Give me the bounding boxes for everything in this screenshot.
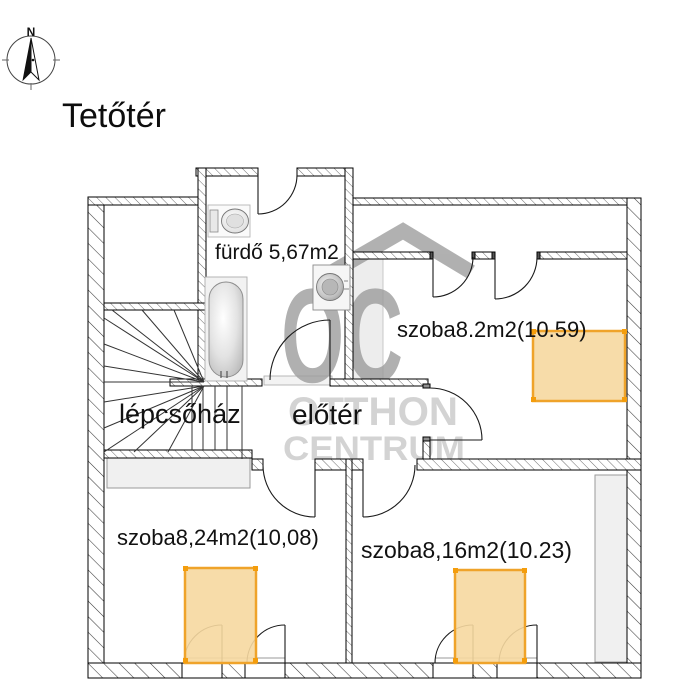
bed-rect (183, 566, 258, 665)
bed-room-sw (183, 566, 258, 665)
wall-segment (345, 458, 353, 664)
bed-rect (531, 329, 627, 403)
wall-segment (314, 458, 364, 471)
bed-corner (183, 566, 188, 571)
bed-room-ne (531, 329, 627, 403)
bed-corner (453, 658, 458, 663)
bed-room-se (453, 568, 527, 665)
beds (183, 329, 627, 665)
door-bathroom-south (269, 319, 331, 381)
room-label-staircase: lépcsőház (119, 399, 241, 429)
door-frame-post (429, 251, 434, 260)
window-opening (496, 662, 538, 679)
bathtub (204, 276, 248, 382)
bed-corner (183, 658, 188, 663)
stair-tread (103, 385, 205, 403)
door-frame-post (491, 251, 496, 260)
page-title: Tetőtér (62, 97, 166, 135)
knee-wall-shelf (352, 256, 384, 384)
door-hall-to-room-ne (429, 387, 483, 441)
window-opening (244, 662, 286, 679)
door-frame-post (422, 436, 431, 442)
bed-corner (253, 658, 258, 663)
door-bathroom-top (257, 174, 298, 215)
wall-segment (472, 662, 498, 679)
wall-segment (87, 662, 183, 679)
door-hall-to-room-se (362, 464, 416, 518)
bed-corner (453, 568, 458, 573)
door-knee-storage-2 (494, 256, 538, 300)
wall-segment (626, 197, 642, 679)
door-hall-to-room-sw (262, 464, 316, 518)
door-knee-storage-1 (432, 256, 474, 298)
wall-segment (87, 196, 105, 679)
stair-tread (103, 343, 205, 383)
door-frame-post (422, 383, 431, 389)
wall-segment (87, 196, 203, 206)
toilet (207, 204, 251, 238)
wall-segment (103, 449, 253, 459)
compass-center-dot (31, 58, 35, 62)
room-label-room-se: szoba8,16m2(10.23) (361, 537, 572, 563)
stair-tread (103, 385, 205, 453)
wall-segment (103, 302, 207, 311)
compass-north-label: N (27, 25, 36, 39)
north-arrow-icon (30, 37, 40, 82)
wall-segment (221, 662, 246, 679)
stair-tread (173, 309, 205, 383)
wall-segment (536, 251, 628, 260)
wall-segment (352, 251, 434, 260)
stair-tread (111, 309, 205, 383)
bed-corner (531, 329, 536, 334)
window-opening (181, 662, 223, 679)
bathroom-fixtures (204, 204, 351, 382)
bed-corner (622, 329, 627, 334)
staircase-treads (103, 309, 243, 459)
room-label-bathroom: fürdő 5,67m2 (215, 241, 339, 264)
room-label-hall: előtér (292, 399, 362, 430)
bed-corner (253, 566, 258, 571)
wall-segment (416, 458, 642, 471)
watermark-line1: OTTHON (288, 390, 458, 434)
bed-corner (522, 568, 527, 573)
wall-segment (251, 458, 264, 471)
wall-segment (352, 197, 628, 206)
wall-segment (422, 439, 431, 460)
stair-tread (103, 385, 205, 429)
wall-segment (536, 662, 642, 679)
bed-rect (453, 568, 527, 665)
wardrobe-room-sw (106, 457, 251, 489)
washing-machine (312, 264, 351, 311)
stair-tread (167, 385, 205, 453)
stair-tread (103, 317, 205, 383)
closet-room-se (594, 474, 628, 663)
door-frame-post (536, 251, 541, 260)
wall-segment (284, 662, 434, 679)
window-opening (432, 662, 474, 679)
room-label-room-sw: szoba8,24m2(10,08) (117, 525, 319, 550)
stair-tread (141, 309, 205, 383)
bed-corner (531, 397, 536, 402)
bed-corner (522, 658, 527, 663)
wall-segment (329, 378, 429, 387)
room-labels: fürdő 5,67m2 szoba8.2m2(10.59) lépcsőház… (117, 241, 587, 563)
wall-segment (195, 167, 259, 177)
stair-tread (103, 365, 205, 383)
compass: N (2, 25, 60, 90)
room-label-room-ne: szoba8.2m2(10.59) (397, 317, 587, 342)
bed-corner (622, 397, 627, 402)
